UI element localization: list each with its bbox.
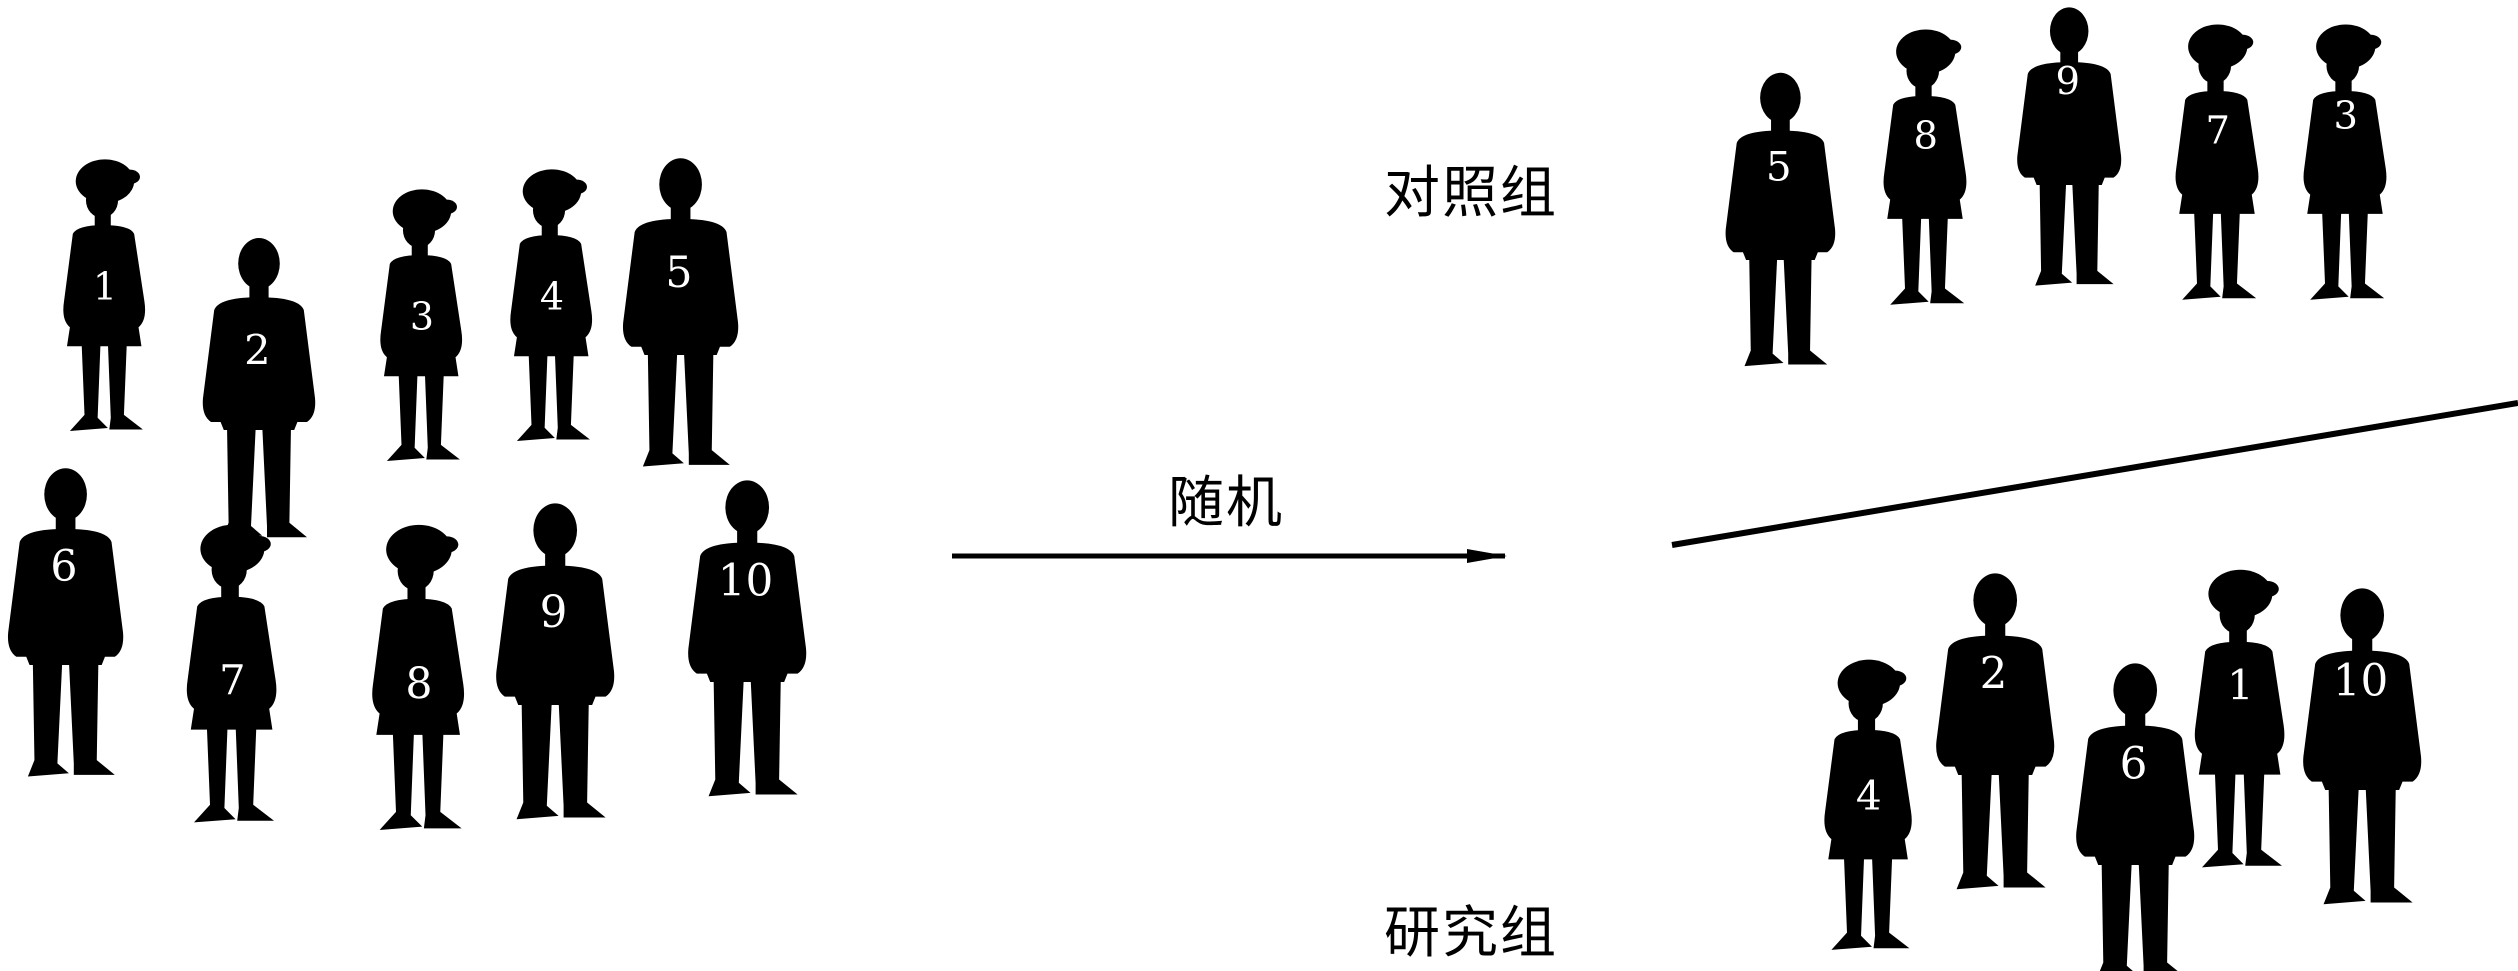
group-divider-line: [1671, 400, 2518, 548]
control-person-3: 3: [2303, 24, 2387, 300]
population-person-number: 2: [244, 326, 270, 375]
control-person-9: 9: [2017, 7, 2122, 286]
population-person-number: 4: [540, 274, 564, 318]
study-person-1: 1: [2194, 569, 2285, 868]
population-person-10: 10: [688, 480, 807, 797]
control-person-number: 5: [1766, 142, 1792, 190]
population-person-3: 3: [380, 189, 463, 461]
control-person-7: 7: [2175, 24, 2259, 300]
control-person-8: 8: [1883, 29, 1967, 305]
control-group-label: 对照组: [1384, 161, 1558, 226]
study-person-number: 1: [2227, 661, 2253, 710]
population-person-number: 7: [219, 656, 245, 705]
study-person-4: 4: [1824, 659, 1912, 950]
population-person-1: 1: [63, 159, 146, 431]
population-person-number: 9: [540, 587, 568, 638]
study-person-number: 4: [1856, 771, 1882, 819]
study-group-people: 4 2 6 1 10: [1824, 569, 2422, 971]
population-person-number: 10: [718, 556, 774, 607]
control-person-number: 3: [2333, 94, 2357, 139]
study-person-number: 6: [2120, 739, 2148, 790]
population-person-2: 2: [202, 238, 316, 539]
study-person-number: 10: [2333, 655, 2389, 706]
population-person-4: 4: [510, 169, 593, 441]
control-person-5: 5: [1725, 72, 1836, 367]
study-person-number: 2: [1980, 649, 2008, 700]
population-person-8: 8: [372, 524, 465, 830]
control-person-number: 7: [2205, 109, 2229, 154]
population-person-number: 5: [665, 248, 692, 298]
study-group-label: 研究组: [1384, 901, 1558, 966]
population-person-7: 7: [186, 524, 277, 823]
population-person-number: 3: [410, 294, 434, 338]
study-person-6: 6: [2076, 663, 2195, 971]
control-person-number: 8: [1913, 114, 1937, 159]
study-person-10: 10: [2303, 588, 2422, 905]
population-person-number: 8: [405, 659, 432, 709]
control-person-number: 9: [2055, 59, 2079, 104]
control-group-people: 5 8 9 7 3: [1725, 7, 2387, 367]
randomize-label: 随机: [1168, 471, 1284, 536]
population-person-5: 5: [622, 158, 739, 467]
study-person-2: 2: [1936, 573, 2055, 890]
population-person-number: 1: [93, 264, 117, 308]
population-person-6: 6: [7, 468, 124, 777]
population-person-9: 9: [496, 503, 615, 820]
population-group: 1 2 3 4 5 6 7 8 9 10: [7, 158, 807, 830]
population-person-number: 6: [50, 542, 77, 592]
